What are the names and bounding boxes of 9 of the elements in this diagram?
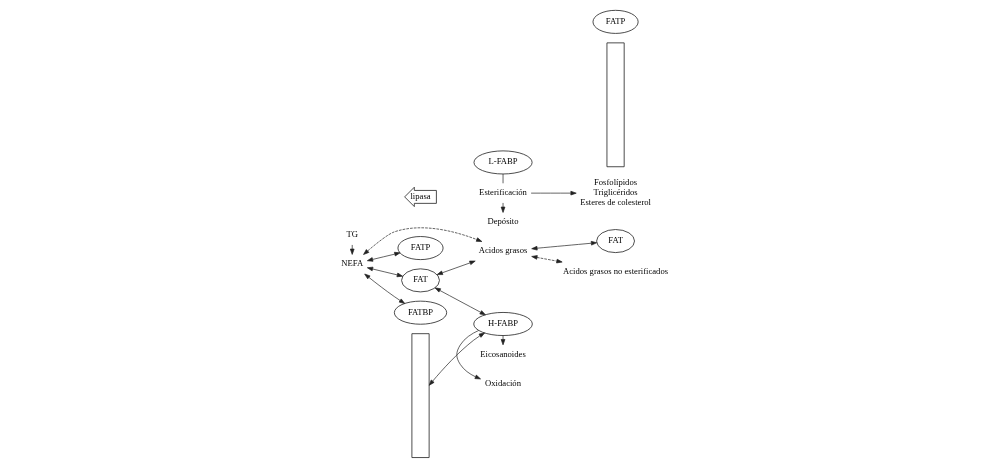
- node-text: Acidos grasos: [478, 245, 527, 256]
- node-text: TG: [345, 229, 358, 240]
- node-text: Acidos grasos no esterificados: [562, 265, 668, 276]
- node-text: Fosfolípidos Triglicéridos Esteres de colesterol: [579, 177, 651, 207]
- node-text: Oxidación: [484, 377, 521, 388]
- node-text: Esterificación: [478, 187, 527, 198]
- node-text: Depósito: [486, 216, 519, 227]
- node-text: Eicosanoides: [479, 348, 526, 359]
- node-text: NEFA: [340, 258, 363, 269]
